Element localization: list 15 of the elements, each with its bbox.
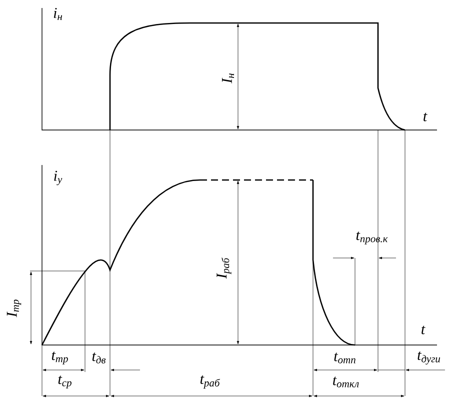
dimension-label: t$_{пров.к}$ — [356, 232, 388, 244]
axis-label: i$_{у}$ — [54, 170, 62, 186]
dimension-label: t$_{дв}$ — [92, 352, 106, 364]
dimension-label: I$_{н}$ — [222, 74, 234, 84]
axis-label: t — [422, 326, 426, 334]
dimension-label: t$_{отп}$ — [334, 352, 356, 364]
dimension-label: t$_{дуги}$ — [418, 351, 440, 364]
axis-label: i$_{н}$ — [54, 8, 62, 20]
dimension-label: t$_{раб}$ — [200, 375, 220, 389]
axis-label: t — [424, 112, 428, 122]
dimension-label: I$_{раб}$ — [216, 258, 232, 279]
dimension-label: t$_{тр}$ — [52, 352, 68, 364]
dimension-label: t$_{ср}$ — [58, 376, 72, 388]
dimension-label: t$_{откл}$ — [333, 376, 359, 388]
dimension-label: I$_{тр}$ — [6, 300, 22, 318]
